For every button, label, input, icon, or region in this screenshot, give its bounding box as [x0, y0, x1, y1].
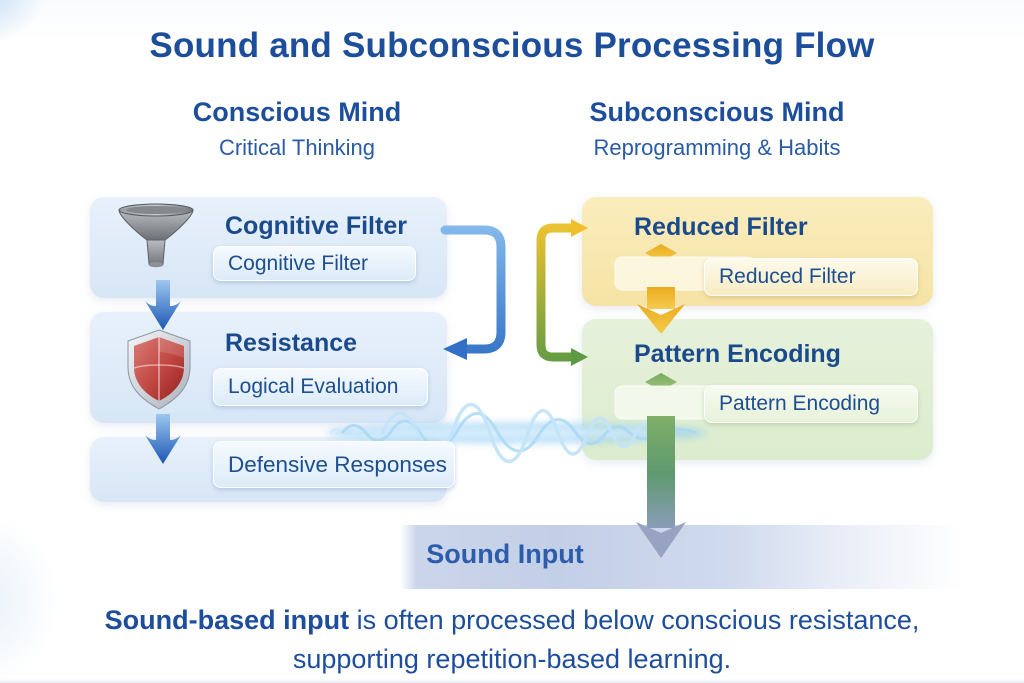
- caption: Sound-based input is often processed bel…: [0, 601, 1024, 679]
- pattern-encoding-heading: Pattern Encoding: [634, 340, 841, 368]
- caption-lead: Sound-based input: [104, 605, 350, 635]
- subconscious-heading: Subconscious Mind: [589, 97, 845, 127]
- logical-evaluation-tag: Logical Evaluation: [213, 368, 428, 406]
- caption-line-2: supporting repetition-based learning.: [292, 644, 732, 674]
- subconscious-column-header: Subconscious Mind Reprogramming & Habits: [537, 97, 897, 161]
- down-arrow-icon: [145, 414, 181, 464]
- cognitive-filter-heading: Cognitive Filter: [225, 212, 407, 240]
- curved-blue-arrow-icon: [440, 225, 506, 360]
- down-arrow-icon: [145, 280, 181, 330]
- caption-line-1: Sound-based input is often processed bel…: [0, 601, 1024, 640]
- conscious-heading: Conscious Mind: [192, 97, 402, 127]
- reduced-filter-tag: Reduced Filter: [704, 258, 918, 296]
- pattern-encoding-tag: Pattern Encoding: [704, 385, 918, 423]
- resistance-heading: Resistance: [225, 329, 358, 357]
- caption-line-1-rest: is often processed below conscious resis…: [349, 605, 920, 635]
- funnel-icon: [118, 203, 194, 268]
- conscious-column-header: Conscious Mind Critical Thinking: [117, 97, 477, 161]
- pattern-encoding-tag-label: Pattern Encoding: [719, 392, 881, 415]
- reduced-filter-heading: Reduced Filter: [634, 213, 808, 241]
- page-title: Sound and Subconscious Processing Flow: [149, 26, 875, 65]
- conscious-subheading: Critical Thinking: [218, 135, 376, 160]
- cognitive-filter-tag-label: Cognitive Filter: [228, 251, 369, 275]
- defensive-responses-tag: Defensive Responses: [213, 441, 455, 488]
- shield-icon: [127, 329, 191, 410]
- cognitive-filter-tag: Cognitive Filter: [213, 246, 416, 281]
- defensive-responses-tag-label: Defensive Responses: [228, 451, 447, 477]
- logical-evaluation-tag-label: Logical Evaluation: [228, 375, 399, 398]
- yellow-green-bracket-arrow-icon: [536, 219, 588, 366]
- subconscious-subheading: Reprogramming & Habits: [593, 135, 841, 160]
- reduced-filter-tag-label: Reduced Filter: [719, 265, 856, 288]
- sound-input-label: Sound Input: [426, 539, 584, 569]
- sound-input-band: [400, 525, 962, 589]
